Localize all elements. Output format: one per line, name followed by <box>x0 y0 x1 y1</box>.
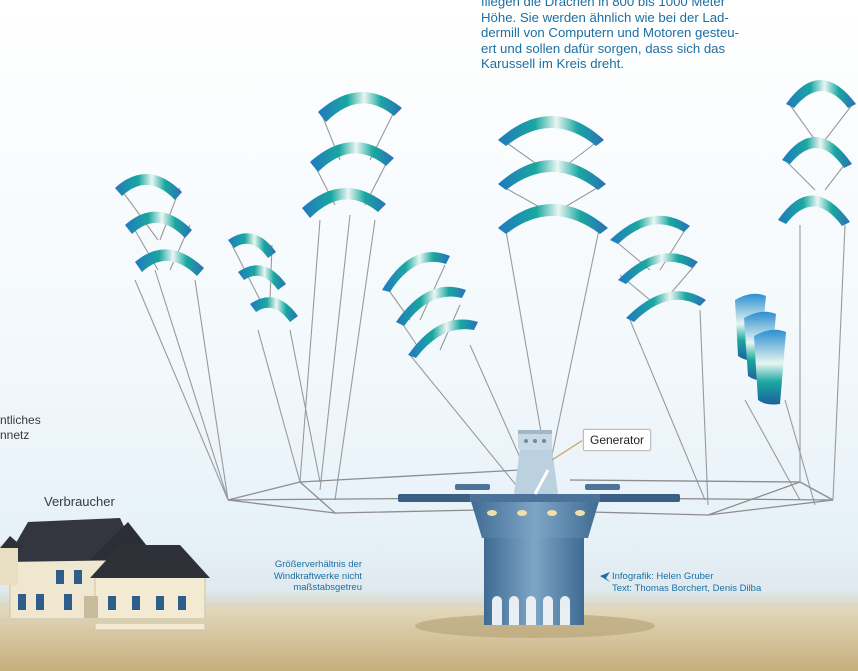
generator-label: Generator <box>583 429 652 451</box>
intro-line: Karussell im Kreis dreht. <box>481 56 624 72</box>
credit-text: Text: Thomas Borchert, Denis Dilba <box>612 582 762 594</box>
consumer-houses <box>0 518 210 631</box>
kite-group-7 <box>735 293 786 405</box>
kite-group-1 <box>115 173 204 276</box>
consumer-label: Verbraucher <box>44 494 115 509</box>
left-label-fragment-1: ntliches <box>0 413 41 427</box>
credits: Infografik: Helen Gruber Text: Thomas Bo… <box>600 571 761 594</box>
intro-line: ert und sollen dafür sorgen, dass sich d… <box>481 40 726 56</box>
intro-line: Höhe. Sie werden ähnlich wie bei der Lad… <box>481 9 729 25</box>
generator-tower <box>470 430 600 625</box>
kite-group-8 <box>778 80 856 226</box>
left-label-fragment-2: nnetz <box>0 428 30 442</box>
kite-group-6 <box>610 215 706 322</box>
scale-note-line: Größerverhältnis der <box>274 559 362 570</box>
kite-group-2 <box>228 233 298 322</box>
kite-group-5 <box>498 116 608 234</box>
tether-lines <box>119 104 853 506</box>
credit-graphic: Infografik: Helen Gruber <box>612 571 714 582</box>
kite-group-4 <box>382 252 478 358</box>
generator-leader <box>551 439 584 461</box>
intro-line: dermill von Computern und Motoren gesteu… <box>481 25 740 41</box>
kite-group-3 <box>302 91 402 218</box>
scale-note: Größerverhältnis der Windkraftwerke nich… <box>236 559 362 594</box>
carousel-arms <box>227 469 834 516</box>
carousel-beams <box>398 484 680 502</box>
intro-line: fliegen die Drachen in 800 bis 1000 Mete… <box>481 0 726 9</box>
scale-note-line: Windkraftwerke nicht <box>273 570 362 582</box>
scale-note-line: maßstabsgetreu <box>293 582 362 593</box>
intro-text-block: fliegen die Drachen in 800 bis 1000 Mete… <box>481 0 811 72</box>
tower-shadow <box>415 614 655 638</box>
airplane-icon <box>600 572 610 582</box>
